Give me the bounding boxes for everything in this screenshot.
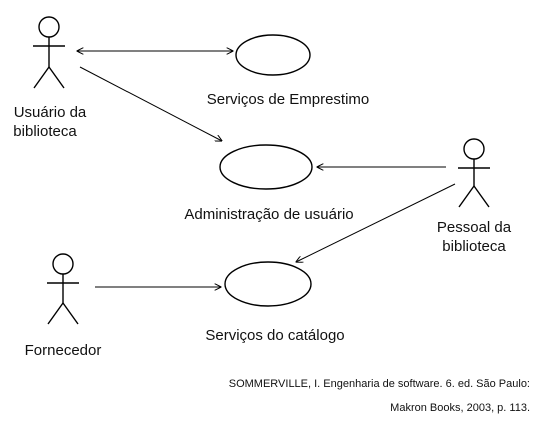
use-case-administracao-label: Administração de usuário	[184, 206, 353, 223]
stick-figure-icon	[47, 253, 79, 325]
citation-line-1: SOMMERVILLE, I. Engenharia de software. …	[228, 378, 530, 390]
actor-usuario-label-line1: Usuário da	[14, 104, 87, 121]
use-case-catalogo-ellipse	[224, 261, 312, 307]
use-case-catalogo: Serviços do catálogo	[205, 261, 345, 344]
actor-pessoal-label-line2: biblioteca	[442, 238, 506, 255]
use-case-emprestimo-label: Serviços de Emprestimo	[207, 91, 370, 108]
use-case-emprestimo-ellipse	[235, 34, 311, 76]
actor-usuario-label-line2: biblioteca	[13, 123, 77, 140]
association-usuario-administracao	[79, 66, 222, 141]
stick-figure-icon	[33, 16, 65, 89]
use-case-catalogo-label: Serviços do catálogo	[205, 327, 344, 344]
use-case-administracao-ellipse	[219, 144, 313, 190]
association-pessoal-catalogo	[296, 183, 456, 262]
use-case-emprestimo: Serviços de Emprestimo	[207, 34, 370, 108]
actor-fornecedor: Fornecedor	[25, 253, 102, 359]
stick-figure-icon	[458, 138, 490, 208]
actor-fornecedor-label: Fornecedor	[25, 342, 102, 359]
actor-pessoal-label-line1: Pessoal da	[437, 219, 512, 236]
use-case-administracao: Administração de usuário	[184, 144, 354, 223]
actor-pessoal-biblioteca: Pessoal da biblioteca	[437, 138, 512, 255]
citation-line-2: Makron Books, 2003, p. 113.	[390, 402, 530, 414]
actor-usuario-biblioteca: Usuário da biblioteca	[13, 16, 87, 140]
